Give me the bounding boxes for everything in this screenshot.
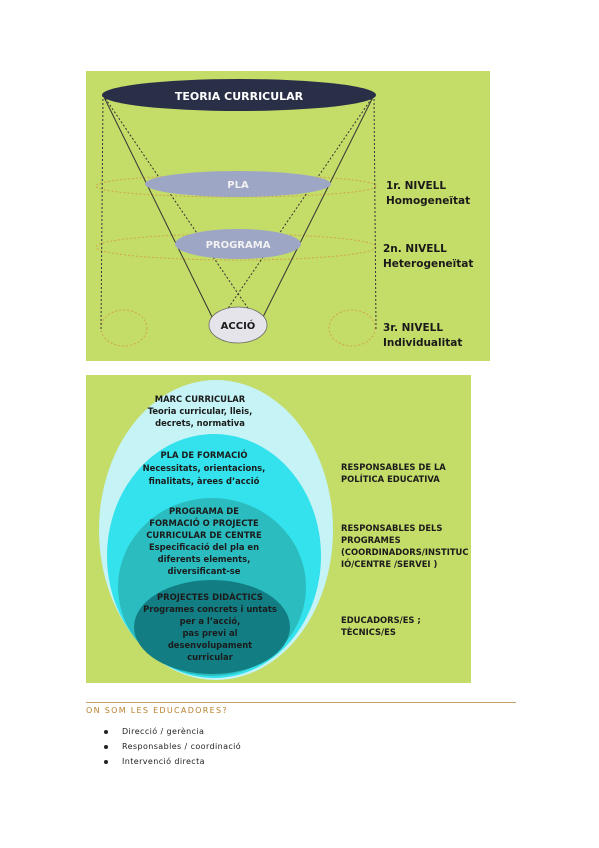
programa-ellipse: [175, 229, 301, 259]
projectes-didactics-circle: [134, 580, 290, 674]
circle3-line1: PROGRAMA DE: [169, 506, 239, 516]
right2-line3: (COORDINADORS/INSTITUC: [341, 547, 468, 557]
circle3-line2: FORMACIÓ O PROJECTE: [149, 517, 259, 528]
curriculum-circles-svg: MARC CURRICULAR Teoria curricular, lleis…: [99, 380, 468, 680]
section-heading: ON SOM LES EDUCADORES?: [86, 706, 228, 715]
curriculum-responsibilities-diagram: MARC CURRICULAR Teoria curricular, lleis…: [86, 375, 471, 683]
level3-right-dashed-ring: [328, 309, 376, 347]
circle4-line2: Programes concrets i untats: [143, 604, 277, 614]
bullet-icon: [104, 759, 108, 764]
circle3-line4: Especificació del pla en: [149, 542, 259, 552]
projectes-didactics-text: PROJECTES DIDÀCTICS Programes concrets i…: [143, 591, 277, 662]
right2-line4: IÓ/CENTRE /SERVEI ): [341, 558, 437, 569]
circle3-line5: diferents elements,: [158, 554, 251, 564]
circle1-line3: decrets, normativa: [155, 418, 245, 428]
list-item: Intervenció directa: [104, 754, 241, 769]
curriculum-levels-diagram: TEORIA CURRICULAR PLA PROGRAMA ACCIÓ 1r.…: [86, 71, 490, 361]
section-divider: [86, 702, 516, 703]
accio-label: ACCIÓ: [221, 319, 256, 332]
circle4-line5: desenvolupament: [168, 640, 252, 650]
teoria-curricular-ellipse: [102, 79, 376, 111]
circle1-line2: Teoria curricular, lleis,: [148, 406, 253, 416]
responsables-programes-label: RESPONSABLES DELS PROGRAMES (COORDINADOR…: [341, 523, 468, 569]
level1-name: 1r. NIVELL: [386, 180, 446, 192]
level3-left-dashed-ring: [100, 309, 148, 347]
circle2-line1: PLA DE FORMACIÓ: [161, 449, 248, 460]
curriculum-levels-svg: TEORIA CURRICULAR PLA PROGRAMA ACCIÓ 1r.…: [95, 79, 473, 349]
accio-ellipse: [208, 306, 268, 344]
right2-line2: PROGRAMES: [341, 535, 401, 545]
circle4-line6: curricular: [187, 652, 234, 662]
circle4-line1: PROJECTES DIDÀCTICS: [157, 591, 263, 602]
level1-desc: Homogeneïtat: [386, 195, 470, 207]
circle3-line3: CURRICULAR DE CENTRE: [146, 530, 262, 540]
list-item: Direcció / gerència: [104, 724, 241, 739]
educators-list: Direcció / gerència Responsables / coord…: [104, 724, 241, 769]
circle2-line2: Necessitats, orientacions,: [143, 463, 266, 473]
right2-line1: RESPONSABLES DELS: [341, 523, 442, 533]
list-item-label: Direcció / gerència: [122, 727, 205, 736]
circle2-line3: finalitats, àrees d’acció: [149, 476, 260, 486]
circle4-line4: pas previ al: [182, 628, 237, 638]
responsables-politica-label: RESPONSABLES DE LA POLÍTICA EDUCATIVA: [341, 462, 446, 484]
circle3-line6: diversificant-se: [168, 566, 241, 576]
right3-line1: EDUCADORS/ES ;: [341, 615, 421, 625]
teoria-curricular-label: TEORIA CURRICULAR: [175, 90, 304, 103]
bullet-icon: [104, 729, 108, 734]
circle1-line1: MARC CURRICULAR: [155, 394, 246, 404]
pla-ellipse: [145, 171, 331, 197]
level2-desc: Heterogeneïtat: [383, 258, 473, 270]
list-item-label: Responsables / coordinació: [122, 742, 242, 751]
list-item-label: Intervenció directa: [122, 757, 205, 766]
right1-line1: RESPONSABLES DE LA: [341, 462, 446, 472]
bullet-icon: [104, 744, 108, 749]
pla-label: PLA: [227, 180, 249, 191]
pla-formacio-text: PLA DE FORMACIÓ Necessitats, orientacion…: [143, 449, 266, 486]
list-item: Responsables / coordinació: [104, 739, 241, 754]
right1-line2: POLÍTICA EDUCATIVA: [341, 473, 440, 484]
circle4-line3: per a l’acció,: [180, 616, 241, 626]
programa-formacio-text: PROGRAMA DE FORMACIÓ O PROJECTE CURRICUL…: [146, 506, 262, 576]
right3-line2: TÈCNICS/ES: [341, 626, 396, 637]
educadors-tecnics-label: EDUCADORS/ES ; TÈCNICS/ES: [341, 615, 421, 637]
cone-lines: [100, 94, 377, 330]
level3-name: 3r. NIVELL: [383, 322, 443, 334]
level3-desc: Individualitat: [383, 337, 462, 349]
marc-curricular-text: MARC CURRICULAR Teoria curricular, lleis…: [148, 394, 253, 428]
level2-name: 2n. NIVELL: [383, 243, 447, 255]
programa-label: PROGRAMA: [206, 240, 271, 251]
